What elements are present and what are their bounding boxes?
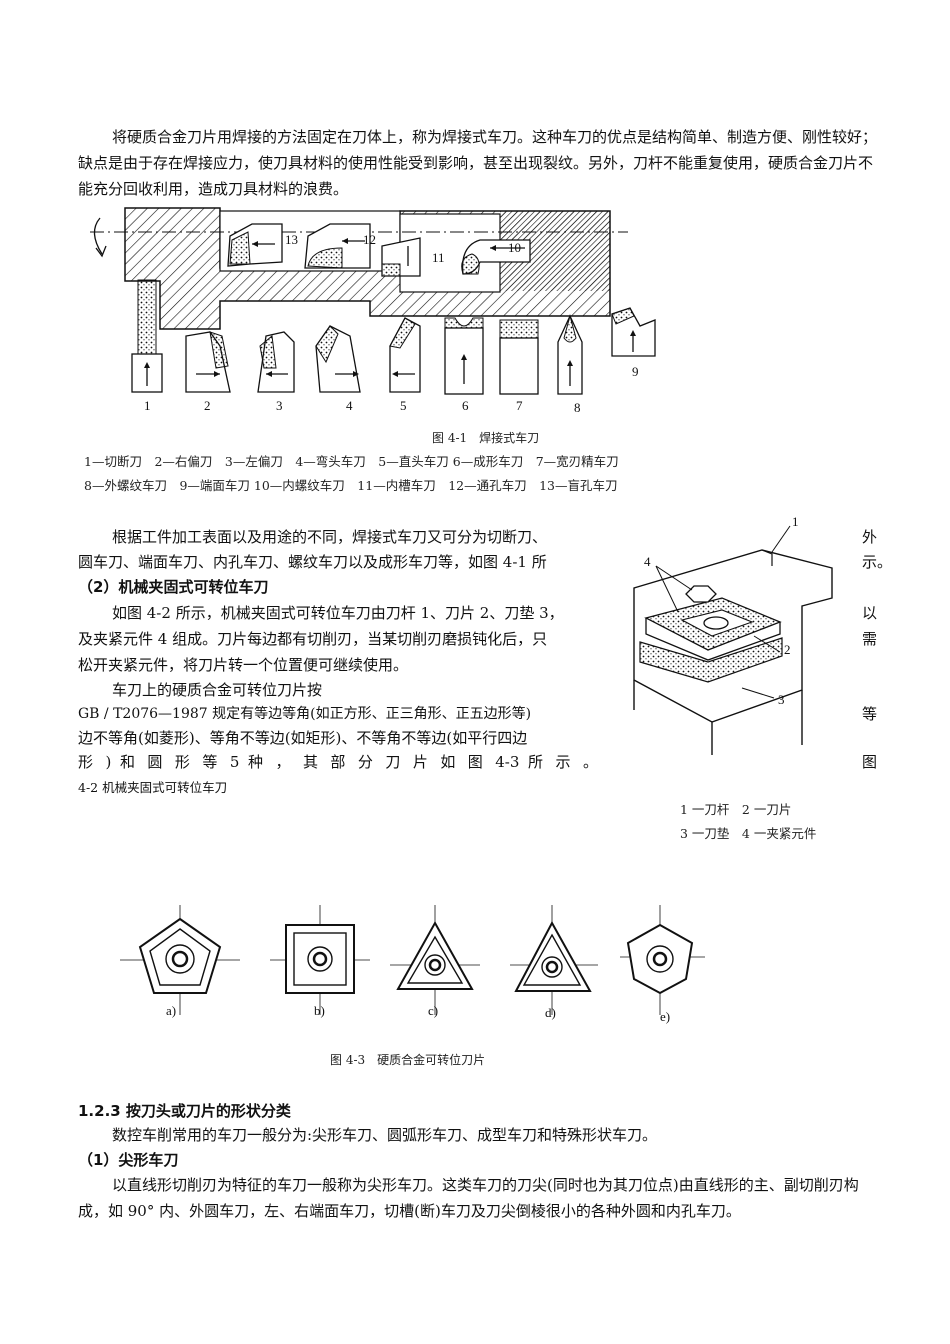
fig1-label-5: 5 — [400, 398, 407, 413]
fig3-label-a: a) — [166, 1003, 176, 1018]
p2-line-1: 根据工件加工表面以及用途的不同，焊接式车刀又可分为切断刀、 — [112, 528, 548, 546]
fig1-label-7: 7 — [516, 398, 523, 413]
p2-line-2: 圆车刀、端面车刀、内孔车刀、螺纹车刀以及成形车刀等，如图 4-1 所 — [78, 553, 547, 571]
p2-line-2-tail: 示。 — [862, 553, 893, 571]
figure-4-3-inserts: a) b) c) d) e) — [120, 905, 705, 1024]
fig1-label-6: 6 — [462, 398, 469, 413]
figure-4-1-caption: 图 4-1 焊接式车刀 — [432, 431, 540, 445]
p4-line-4: 形 ) 和 圆 形 等 5 种 ， 其 部 分 刀 片 如 图 4-3 所 示 … — [78, 753, 598, 771]
p4-line-2: GB / T2076—1987 规定有等边等角(如正方形、正三角形、正五边形等) — [78, 706, 532, 722]
fig3-label-d: d) — [545, 1005, 556, 1020]
p4-line-2-tail: 等 — [862, 705, 878, 723]
fig3-label-b: b) — [314, 1003, 325, 1018]
p4-line-1: 车刀上的硬质合金可转位刀片按 — [112, 681, 323, 699]
fig1-label-13: 13 — [285, 232, 298, 247]
fig1-label-9: 9 — [632, 364, 639, 379]
p2-line-1-tail: 外 — [862, 528, 878, 546]
fig2-label-4: 4 — [644, 554, 651, 569]
figure-4-2-legend-line-1: 1 一刀杆 2 一刀片 — [680, 802, 792, 817]
fig1-label-2: 2 — [204, 398, 211, 413]
p3-line-1-tail: 以 — [862, 604, 878, 622]
intro-paragraph: 将硬质合金刀片用焊接的方法固定在刀体上，称为焊接式车刀。这种车刀的优点是结构简单… — [78, 128, 878, 198]
p3-line-3: 松开夹紧元件，将刀片转一个位置便可继续使用。 — [78, 656, 409, 674]
p4-line-5: 4-2 机械夹固式可转位车刀 — [78, 780, 228, 795]
p4-line-3: 边不等角(如菱形)、等角不等边(如矩形)、不等角不等边(如平行四边 — [78, 729, 528, 747]
fig1-label-4: 4 — [346, 398, 353, 413]
fig1-label-1: 1 — [144, 398, 151, 413]
fig1-label-8: 8 — [574, 400, 581, 415]
fig2-label-3: 3 — [778, 692, 785, 707]
p4-line-4-tail: 图 — [862, 753, 878, 771]
figure-4-1-welded-tools: 13 12 11 10 1 2 3 4 5 6 7 8 9 — [90, 207, 656, 415]
fig1-label-12: 12 — [363, 232, 376, 247]
fig3-label-c: c) — [428, 1003, 438, 1018]
p3-line-2-tail: 需 — [862, 630, 878, 648]
fig1-label-3: 3 — [276, 398, 283, 413]
figure-4-1-legend-line-2: 8—外螺纹车刀 9—端面车刀 10—内螺纹车刀 11—内槽车刀 12—通孔车刀 … — [84, 478, 618, 493]
fig2-label-2: 2 — [784, 642, 791, 657]
fig2-label-1: 1 — [792, 514, 799, 529]
figure-4-1-legend-line-1: 1—切断刀 2—右偏刀 3—左偏刀 4—弯头车刀 5—直头车刀 6—成形车刀 7… — [84, 454, 619, 469]
p3-line-2: 及夹紧元件 4 组成。刀片每边都有切削刃，当某切削刃磨损钝化后，只 — [78, 630, 548, 648]
p5-text: 数控车削常用的车刀一般分为:尖形车刀、圆弧形车刀、成型车刀和特殊形状车刀。 — [112, 1126, 658, 1144]
fig1-label-10: 10 — [508, 240, 521, 255]
p3-line-1: 如图 4-2 所示，机械夹固式可转位车刀由刀杆 1、刀片 2、刀垫 3， — [112, 604, 564, 622]
figure-4-3-caption: 图 4-3 硬质合金可转位刀片 — [330, 1053, 486, 1067]
p6-paragraph: 以直线形切削刃为特征的车刀一般称为尖形车刀。这类车刀的刀尖(同时也为其刀位点)由… — [78, 1176, 859, 1220]
fig1-label-11: 11 — [432, 250, 445, 265]
subsection-heading-pointed-tool: （1）尖形车刀 — [78, 1151, 179, 1169]
figure-4-2-clamp-tool: 1 2 3 4 — [633, 514, 833, 755]
section-heading-1-2-3: 1.2.3 按刀头或刀片的形状分类 — [78, 1102, 291, 1120]
fig3-label-e: e) — [660, 1009, 670, 1024]
figure-4-2-legend-line-2: 3 一刀垫 4 一夹紧元件 — [680, 826, 817, 841]
section-heading-mechanical-clamp: （2）机械夹固式可转位车刀 — [78, 578, 269, 596]
